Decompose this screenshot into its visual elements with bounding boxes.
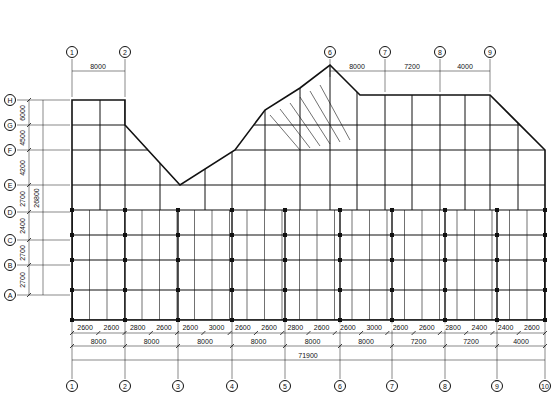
dimension-text: 8000: [196, 338, 214, 345]
axis-bubble: 9: [491, 380, 503, 392]
dimension-text: 8000: [304, 338, 322, 345]
dimension-text: 4000: [456, 63, 474, 70]
axis-number: 8: [443, 383, 447, 390]
axis-bubble: 2: [119, 380, 131, 392]
axis-bubble: 7: [386, 380, 398, 392]
dimension-text: 7200: [462, 338, 480, 345]
dimension-text: 2400: [471, 324, 489, 331]
dimension-text: 2600: [313, 324, 331, 331]
dimension-text: 71900: [297, 352, 318, 359]
axis-number: D: [7, 209, 12, 216]
dimension-text: 4000: [512, 338, 530, 345]
axis-number: 1: [70, 383, 74, 390]
axis-number: 6: [328, 49, 332, 56]
axis-bubble: A: [4, 289, 16, 301]
axis-number: G: [7, 122, 12, 129]
axis-bubble: 6: [334, 380, 346, 392]
dimension-text: 2400: [19, 217, 26, 235]
dimension-text: 2600: [76, 324, 94, 331]
axis-number: 6: [338, 383, 342, 390]
axis-number: C: [7, 237, 12, 244]
dimension-text: 2700: [19, 244, 26, 262]
axis-bubble: G: [4, 119, 16, 131]
axis-bubble: H: [4, 94, 16, 106]
dimension-text: 4500: [19, 129, 26, 147]
dimension-text: 2600: [103, 324, 121, 331]
axis-number: 3: [176, 383, 180, 390]
axis-bubble: 2: [119, 46, 131, 58]
axis-bubble: D: [4, 206, 16, 218]
dimension-text: 2600: [260, 324, 278, 331]
axis-bubble: 6: [324, 46, 336, 58]
axis-number: 8: [438, 49, 442, 56]
dimension-text: 2700: [19, 190, 26, 208]
axis-number: 9: [488, 49, 492, 56]
axis-bubble: E: [4, 179, 16, 191]
dimension-text: 3000: [208, 324, 226, 331]
axis-number: F: [8, 147, 12, 154]
dimension-text: 2600: [155, 324, 173, 331]
axis-bubble: 8: [434, 46, 446, 58]
axis-bubble: F: [4, 144, 16, 156]
axis-number: B: [8, 262, 13, 269]
axis-bubble: 7: [379, 46, 391, 58]
dimension-text: 4200: [19, 159, 26, 177]
axis-number: H: [7, 97, 12, 104]
axis-bubble: 8: [439, 380, 451, 392]
dimension-text: 2400: [497, 324, 515, 331]
axis-number: 1: [70, 49, 74, 56]
dimension-text: 26800: [33, 187, 40, 208]
dimension-text: 8000: [357, 338, 375, 345]
axis-number: 2: [123, 49, 127, 56]
dimension-text: 2600: [418, 324, 436, 331]
axis-number: 10: [541, 383, 549, 390]
dimension-text: 6000: [19, 104, 26, 122]
dimension-text: 2600: [392, 324, 410, 331]
axis-bubble: 4: [226, 380, 238, 392]
dimension-text: 8000: [348, 63, 366, 70]
axis-bubble: 10: [539, 380, 551, 392]
dimension-text: 2600: [523, 324, 541, 331]
axis-bubble: 3: [172, 380, 184, 392]
dimension-text: 8000: [143, 338, 161, 345]
axis-bubble: 1: [66, 380, 78, 392]
axis-bubble: B: [4, 259, 16, 271]
axis-number: A: [8, 292, 13, 299]
dimension-text: 2600: [339, 324, 357, 331]
dimension-text: 7200: [410, 338, 428, 345]
axis-bubble: C: [4, 234, 16, 246]
axis-bubble: 5: [279, 380, 291, 392]
axis-number: 7: [383, 49, 387, 56]
axis-bubble: 9: [484, 46, 496, 58]
dimension-text: 2800: [129, 324, 147, 331]
axis-number: 4: [230, 383, 234, 390]
axis-number: 7: [390, 383, 394, 390]
axis-number: 9: [495, 383, 499, 390]
axis-number: E: [8, 182, 13, 189]
dimension-text: 8000: [250, 338, 268, 345]
dimension-text: 2800: [287, 324, 305, 331]
dimension-text: 2800: [444, 324, 462, 331]
dimension-text: 2600: [181, 324, 199, 331]
dimension-text: 2600: [234, 324, 252, 331]
axis-number: 5: [283, 383, 287, 390]
axis-number: 2: [123, 383, 127, 390]
dimension-text: 3000: [365, 324, 383, 331]
dimension-text: 2700: [19, 271, 26, 289]
dimension-text: 7200: [403, 63, 421, 70]
dimension-text: 8000: [90, 338, 108, 345]
dimension-text: 8000: [89, 63, 107, 70]
axis-bubble: 1: [66, 46, 78, 58]
